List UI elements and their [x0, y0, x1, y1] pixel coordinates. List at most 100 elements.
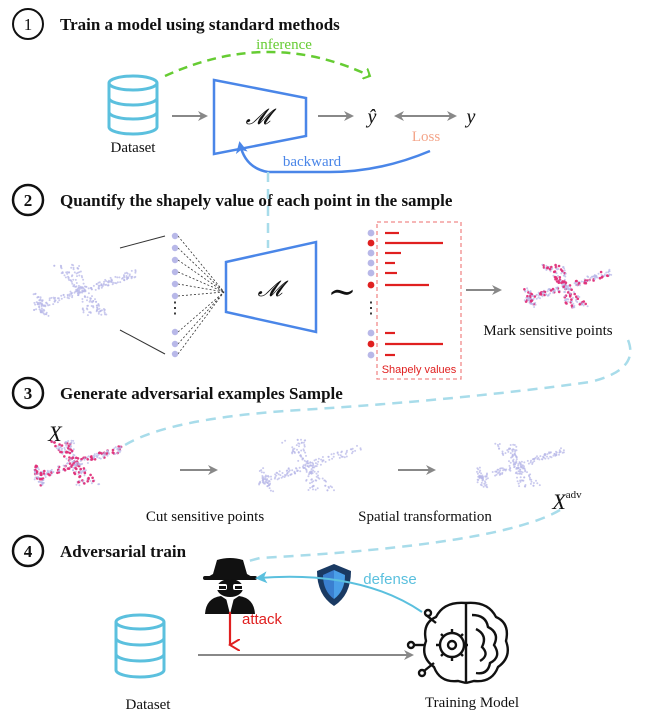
cloud-point: [75, 464, 78, 467]
cloud-point: [548, 267, 552, 271]
cloud-point: [102, 453, 105, 456]
cloud-point: [519, 465, 522, 468]
cloud-point: [54, 296, 57, 299]
cloud-point: [110, 281, 113, 283]
cloud-point: [42, 305, 45, 307]
cloud-point: [106, 454, 109, 457]
cloud-point: [295, 467, 297, 470]
cloud-point: [69, 446, 72, 449]
cloud-point: [566, 300, 569, 303]
cloud-point: [58, 469, 61, 472]
point-link-line: [177, 235, 225, 293]
cloud-point: [557, 274, 559, 277]
cloud-point: [506, 449, 509, 452]
cloud-point: [71, 294, 74, 297]
cloud-point: [119, 281, 122, 284]
loss-label: Loss: [412, 129, 441, 145]
output-points-column: [367, 229, 375, 359]
step-4-number: 4: [24, 542, 33, 561]
cloud-point: [526, 287, 529, 290]
cloud-point: [528, 475, 531, 478]
cloud-point: [96, 306, 99, 309]
cloud-point: [305, 454, 307, 457]
cloud-point: [77, 284, 80, 287]
cloud-point: [589, 277, 592, 279]
cloud-point: [68, 442, 71, 445]
cloud-point: [32, 293, 35, 296]
cloud-point: [295, 444, 298, 447]
cloud-point: [283, 476, 286, 478]
cloud-point: [302, 448, 305, 451]
cloud-point: [480, 472, 483, 475]
cloud-point: [332, 455, 335, 458]
cloud-point: [262, 479, 265, 482]
cloud-point: [97, 284, 100, 287]
cloud-point: [291, 446, 294, 449]
cloud-point: [58, 448, 61, 451]
cloud-point: [72, 448, 75, 451]
attack-label: attack: [242, 611, 283, 628]
cloud-point: [535, 293, 538, 296]
cloud-point: [545, 264, 548, 267]
inference-label: inference: [256, 37, 312, 53]
cloud-point: [97, 303, 100, 305]
cloud-point: [130, 269, 133, 272]
dataset-label: Dataset: [111, 140, 157, 156]
cloud-point: [359, 448, 362, 451]
cloud-point: [344, 452, 347, 455]
cloud-point: [267, 475, 270, 478]
cloud-point: [92, 305, 95, 308]
cloud-point: [513, 452, 516, 455]
cloud-point: [600, 273, 603, 276]
cloud-point: [513, 466, 516, 469]
cloud-point: [523, 299, 526, 302]
cloud-point: [277, 473, 280, 476]
cloud-point: [588, 279, 591, 282]
cloud-point: [563, 299, 566, 302]
input-point: [171, 280, 179, 288]
cloud-point: [309, 461, 312, 464]
cloud-point: [66, 467, 70, 470]
cloud-point: [97, 312, 100, 315]
cloud-point: [309, 482, 311, 485]
cloud-point: [528, 291, 531, 294]
cloud-point: [57, 465, 60, 468]
cloud-point: [97, 483, 100, 486]
cloud-point: [63, 455, 66, 458]
cloud-point: [100, 452, 103, 455]
cloud-point: [75, 288, 78, 291]
cloud-point: [319, 463, 322, 466]
cloud-point: [536, 482, 539, 485]
cloud-point: [557, 290, 561, 294]
point-link-line: [177, 259, 225, 293]
cloud-point: [83, 474, 86, 477]
cloud-point: [529, 473, 532, 476]
cloud-point: [48, 473, 51, 477]
cloud-point: [564, 281, 568, 284]
cloud-point: [513, 463, 516, 466]
cloud-point: [538, 458, 541, 461]
cloud-point: [95, 310, 98, 313]
cloud-point: [526, 294, 529, 298]
cloud-point: [520, 479, 523, 482]
cloud-point: [312, 484, 315, 487]
cloud-point: [87, 477, 90, 481]
mark-sensitive-label: Mark sensitive points: [483, 323, 612, 339]
cloud-point: [43, 469, 46, 473]
cloud-point: [80, 275, 83, 277]
cloud-point: [542, 456, 545, 459]
cloud-point: [345, 451, 348, 454]
cloud-point: [513, 444, 516, 446]
cloud-point: [68, 294, 71, 297]
cloud-point: [76, 271, 79, 274]
cloud-point: [553, 289, 556, 292]
cloud-point: [80, 287, 83, 290]
cloud-point: [65, 441, 68, 444]
cloud-point: [508, 468, 511, 471]
input-ellipsis: ⋮: [167, 300, 183, 317]
cloud-point: [563, 295, 566, 298]
cloud-point: [262, 471, 265, 474]
database-icon: [107, 74, 159, 136]
cloud-point: [340, 451, 343, 454]
cloud-point: [333, 489, 335, 492]
